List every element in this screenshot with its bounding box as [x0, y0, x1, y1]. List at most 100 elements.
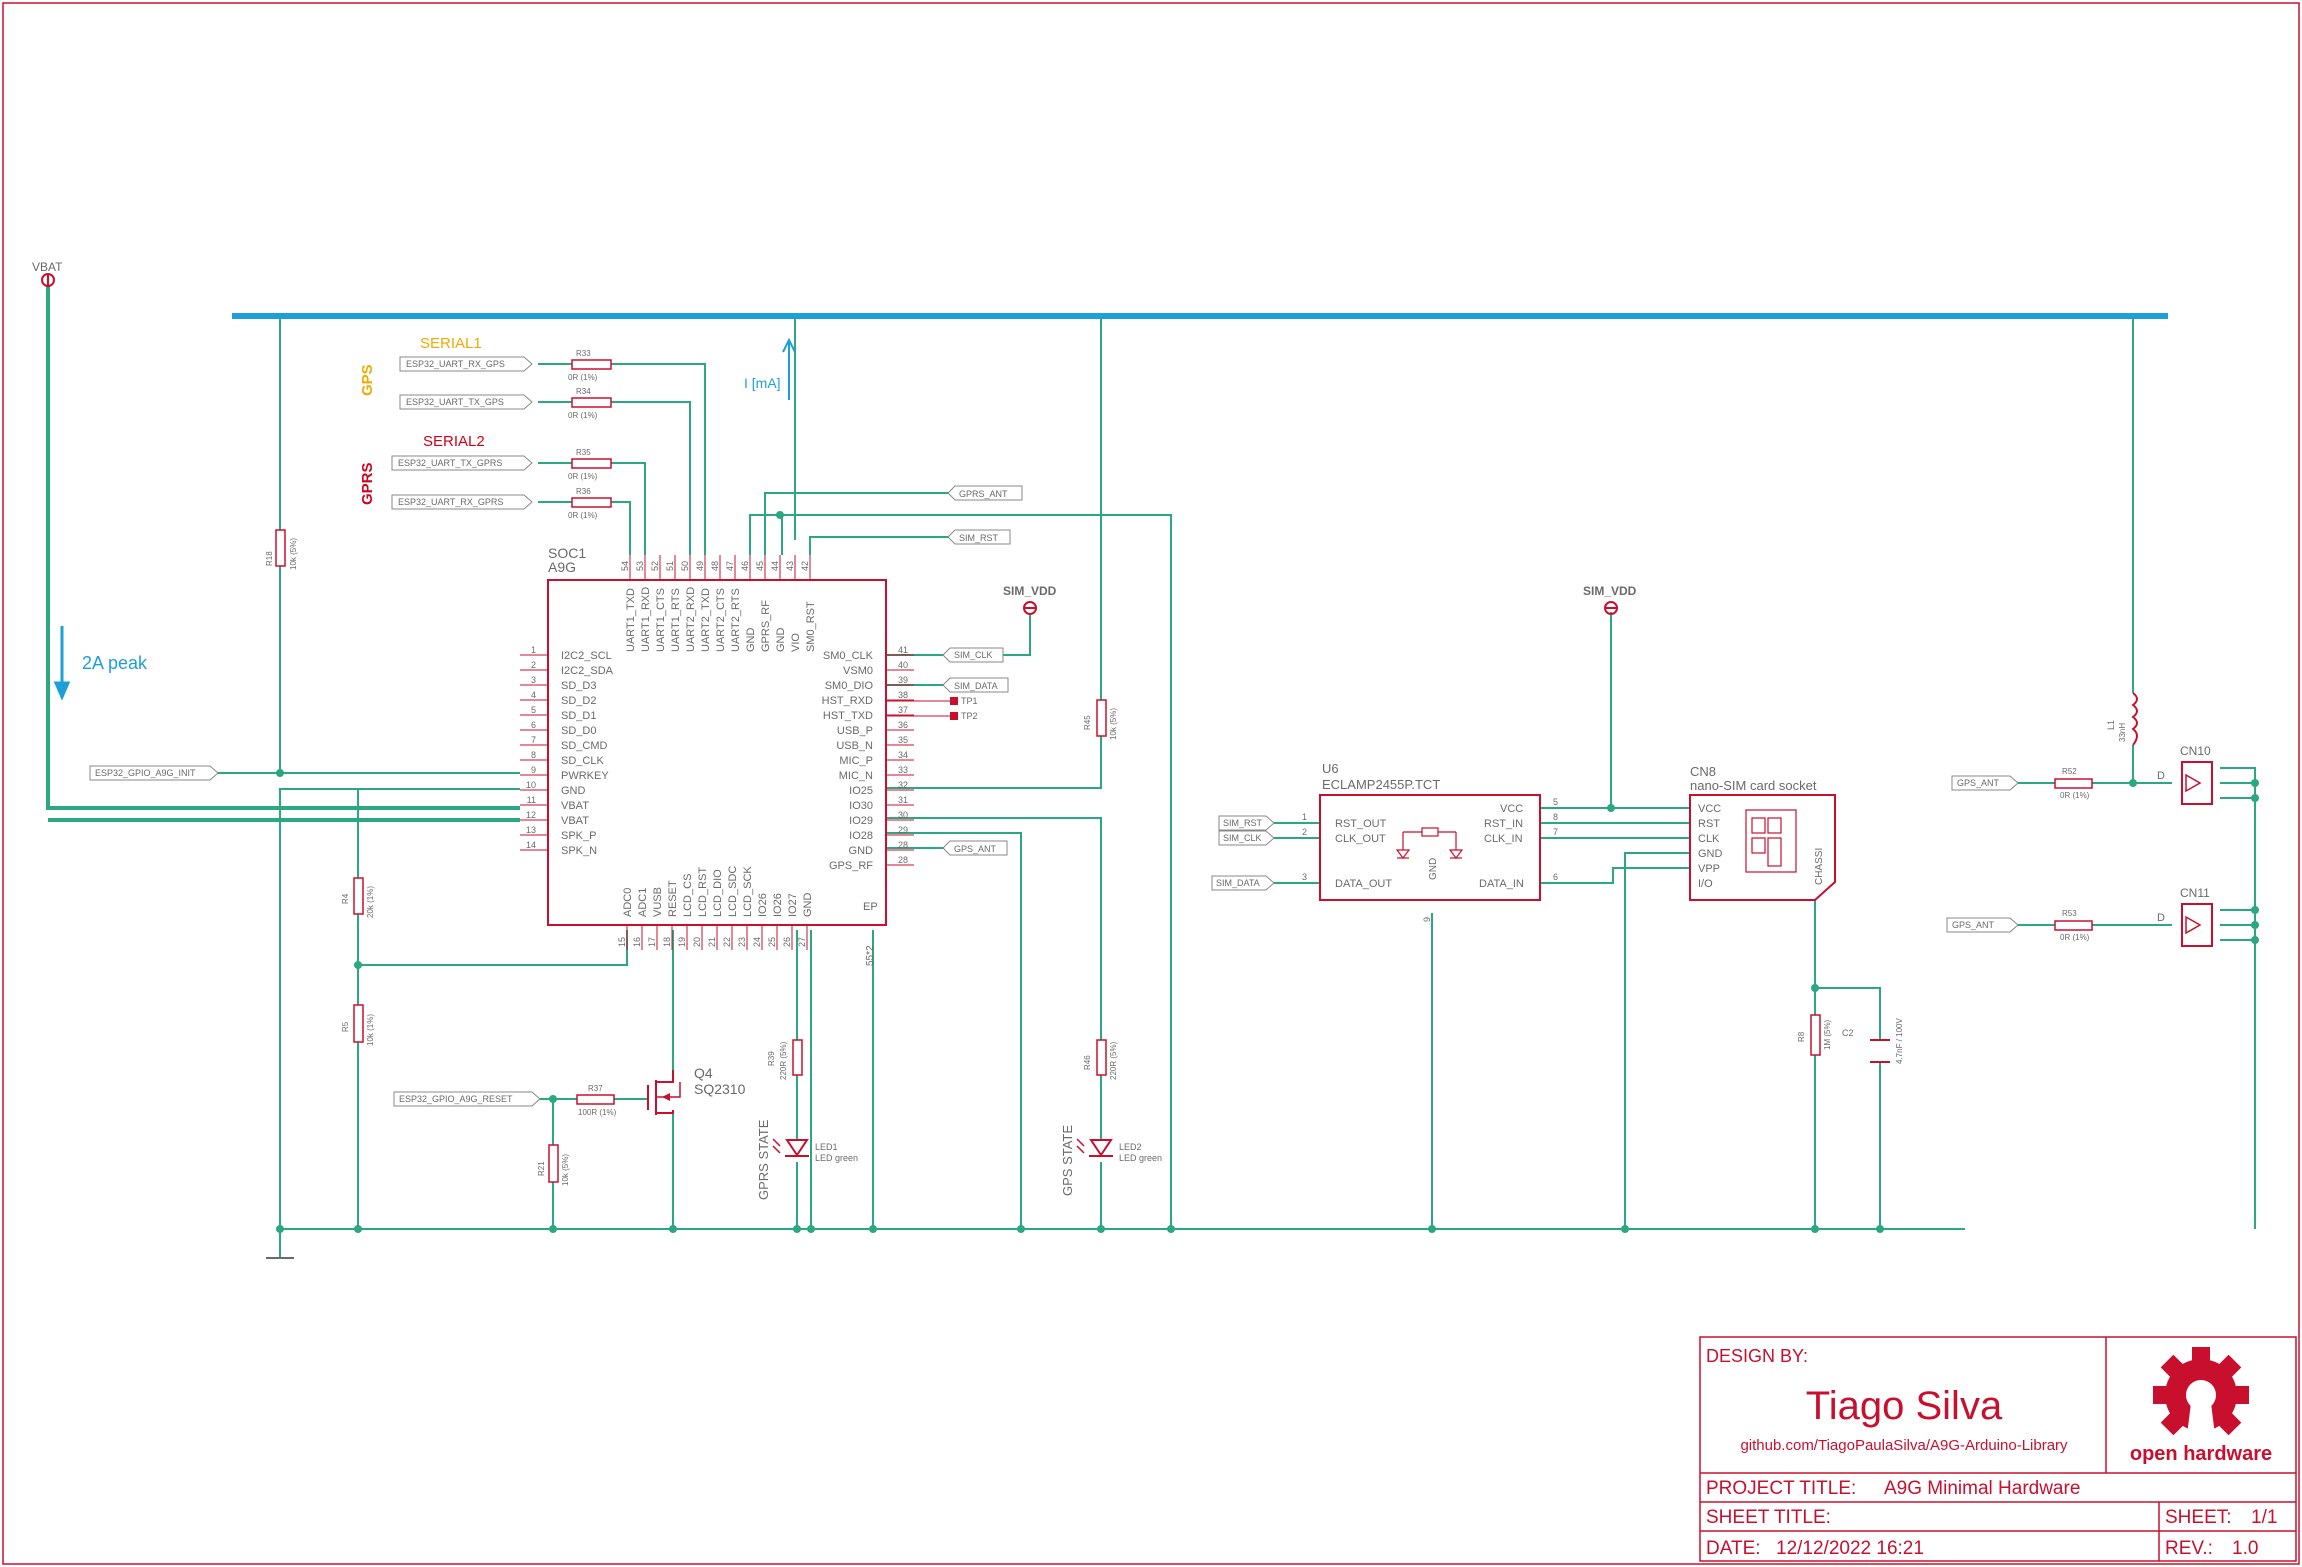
r5-value: 10k (1%) [366, 1014, 375, 1046]
soc1-pin-name: UART1_RTS [670, 588, 682, 652]
net-label-flag [1951, 775, 2019, 791]
sim-vdd-symbol-1: SIM_VDD [1003, 584, 1057, 615]
net-label-flag [399, 394, 533, 410]
led1-value: LED green [815, 1153, 858, 1163]
junction-dot [2251, 779, 2259, 787]
soc1-pin-num: 5 [531, 705, 536, 715]
soc1-pin-name: VUSB [652, 887, 664, 917]
gprs-group-label: GPRS [359, 462, 376, 505]
soc1-pin-name: IO30 [849, 800, 873, 812]
soc1-pin-name: SPK_P [561, 830, 596, 842]
junction-dot [276, 769, 284, 777]
net-sim-clk-u6: SIM_CLK [1223, 833, 1262, 843]
cn8-pin-clk: CLK [1698, 833, 1720, 845]
u6-pin-num: 3 [1302, 872, 1307, 882]
u6-pin-num: 5 [1553, 797, 1558, 807]
r37-ref: R37 [588, 1084, 603, 1093]
soc1-pin-num: 6 [531, 720, 536, 730]
led2-ref: LED2 [1119, 1142, 1142, 1152]
soc1-pin-num: 25 [767, 937, 777, 947]
junction-dot [793, 1225, 801, 1233]
tp2-label: TP2 [961, 711, 978, 721]
resistor-icon [275, 529, 286, 567]
soc1-pin-name: GPS_RF [829, 860, 873, 872]
sheet-title-label: SHEET TITLE: [1706, 1507, 1831, 1528]
project-title: A9G Minimal Hardware [1884, 1478, 2080, 1499]
soc1-pin-num: 22 [722, 937, 732, 947]
soc1-pin-num: 27 [797, 937, 807, 947]
u6-pin-clk-in: CLK_IN [1484, 833, 1523, 845]
u6-pin-num: 6 [1553, 872, 1558, 882]
current-arrow-icon [782, 337, 796, 400]
soc1-pin-name: UART1_CTS [655, 588, 667, 652]
resistor-icon [571, 458, 612, 469]
soc1-pin-name: IO26 [757, 893, 769, 917]
soc1-pin-name: SD_D1 [561, 710, 596, 722]
cn11-connector: CN11 D [2157, 886, 2213, 947]
wires [46, 286, 2256, 1258]
soc1-pin-name: GND [849, 845, 874, 857]
l1-cn10-wire [2132, 745, 2172, 784]
junction-dot [1607, 804, 1615, 812]
u6-body [1319, 794, 1541, 901]
net-label-flag [399, 356, 533, 372]
soc1-pin-name: VSM0 [843, 665, 873, 677]
soc1-pin-name: USB_N [836, 740, 873, 752]
cn8-sim-socket: CN8 nano-SIM card socket VCC RST CLK GND… [1689, 764, 1836, 901]
r37-value: 100R (1%) [578, 1108, 617, 1117]
soc1-pin-num: 49 [695, 561, 705, 571]
peak-arrow-icon [53, 626, 71, 701]
soc1-pin-name: SD_CLK [561, 755, 604, 767]
serial1-label: SERIAL1 [420, 335, 482, 352]
soc1-pin-name: ADC1 [637, 888, 649, 917]
r33-ref: R33 [576, 349, 591, 358]
net-gps-ant-soc: GPS_ANT [954, 844, 997, 854]
author-name: Tiago Silva [1806, 1384, 2003, 1428]
u6-pin-data-out: DATA_OUT [1335, 878, 1392, 890]
cn8-body [1689, 794, 1836, 901]
soc1-pin-num: 35 [898, 735, 908, 745]
led2: LED2 LED green GPS STATE [1060, 1125, 1162, 1196]
power-port-icon [1023, 601, 1037, 615]
r35-ref: R35 [576, 448, 591, 457]
soc1-pin-num: 26 [782, 937, 792, 947]
resistor-icon [548, 1144, 559, 1183]
r34-ref: R34 [576, 387, 591, 396]
net-sim-clk: SIM_CLK [954, 650, 993, 660]
net-sim-rst-top: SIM_RST [959, 533, 999, 543]
power-port-icon [1604, 601, 1618, 615]
u6-pin-num: 2 [1302, 827, 1307, 837]
resistor-icon [1096, 699, 1107, 737]
soc1-pin-name: LCD_CS [682, 874, 694, 917]
soc1-pin-name: VIO [790, 633, 802, 652]
net-label-flag [942, 647, 1004, 663]
soc1-pin-name: GND [561, 785, 586, 797]
soc1-top-pins: 54UART1_TXD53UART1_RXD52UART1_CTS51UART1… [620, 555, 817, 652]
cn10-connector: CN10 D [2157, 744, 2213, 805]
net-sim-data-u6: SIM_DATA [1216, 878, 1260, 888]
soc1-pin-name: ADC0 [622, 888, 634, 917]
net-gps-ant-cn11: GPS_ANT [1952, 920, 1995, 930]
gprs-ant-wire [764, 492, 955, 555]
soc1-pin-name: LCD_RST [697, 867, 709, 917]
soc1-pin-num: 4 [531, 690, 536, 700]
cn11-pin-d: D [2157, 912, 2165, 924]
soc1-pin-name: IO25 [849, 785, 873, 797]
resistor-icon [576, 1094, 615, 1105]
soc1-pin-num: 43 [785, 561, 795, 571]
resistor-icon [353, 877, 364, 915]
soc1-pin-num: 24 [752, 937, 762, 947]
junction-dot [2251, 794, 2259, 802]
r4-value: 20k (1%) [366, 886, 375, 918]
junction-dot [354, 961, 362, 969]
resistors: R33 0R (1%) R34 0R (1%) R35 0R (1%) R36 … [265, 349, 2093, 1186]
r46-value: 220R (5%) [1109, 1041, 1118, 1080]
cn10-pin-d: D [2157, 770, 2165, 782]
soc1-pin-num: 33 [898, 765, 908, 775]
c2-value: 4.7nF / 100V [1895, 1018, 1904, 1064]
soc1-pin-num: 3 [531, 675, 536, 685]
cn8-chassis: CHASSI [1814, 848, 1825, 885]
date-label: DATE: [1706, 1538, 1761, 1559]
